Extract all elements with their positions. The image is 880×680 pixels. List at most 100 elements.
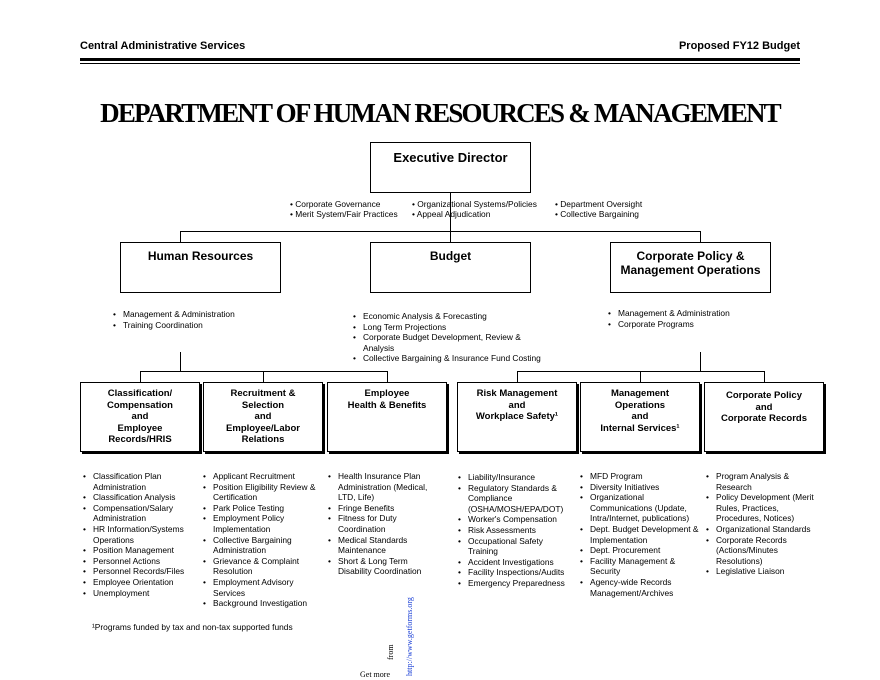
list-item: HR Information/Systems Operations [82, 524, 194, 545]
list-item: Facility Inspections/Audits [457, 567, 575, 578]
connector-l2-1 [140, 371, 141, 382]
corporate-policy-box: Corporate Policy & Management Operations [610, 242, 771, 293]
box-line: Employee [364, 388, 410, 399]
list-item: Management & Administration [112, 309, 292, 320]
header-right: Proposed FY12 Budget [678, 40, 800, 52]
box-line: Relations [241, 434, 285, 445]
list-item: Corporate Programs [607, 319, 787, 330]
list-item: Organizational Communications (Update, I… [579, 492, 701, 524]
human-resources-box: Human Resources [120, 242, 281, 293]
connector-policy [700, 231, 701, 242]
list-item: Facility Management & Security [579, 556, 701, 577]
budget-box: Budget [370, 242, 531, 293]
connector-l2-6 [764, 371, 765, 382]
list-item: Medical Standards Maintenance [327, 535, 439, 556]
box-line: and [631, 411, 649, 422]
list-item: Personnel Actions [82, 556, 194, 567]
box-line: Recruitment & [230, 388, 296, 399]
list-item: Classification Analysis [82, 492, 194, 503]
connector-hr [180, 231, 181, 242]
connector-budget [450, 231, 451, 242]
list-item: MFD Program [579, 471, 701, 482]
box-line: Corporate Records [720, 413, 808, 424]
box-line: Health & Benefits [347, 399, 427, 411]
list-item: Classification Plan Administration [82, 471, 194, 492]
list-item: Economic Analysis & Forecasting [352, 311, 547, 322]
classification-function-list: Classification Plan Administration Class… [82, 471, 194, 598]
list-item: Regulatory Standards & Compliance (OSHA/… [457, 483, 575, 515]
box-line: Internal Services¹ [600, 422, 680, 434]
list-item: Health Insurance Plan Administration (Me… [327, 471, 439, 503]
budget-function-list: Economic Analysis & Forecasting Long Ter… [352, 311, 547, 364]
list-item: Liability/Insurance [457, 472, 575, 483]
box-line: Risk Management [476, 388, 558, 399]
connector-l2-4 [517, 371, 518, 382]
box-line: Workplace Safety¹ [475, 411, 559, 422]
list-item: Position Management [82, 545, 194, 556]
connector-hr-down [180, 352, 181, 372]
box-line: Records/HRIS [108, 434, 172, 445]
executive-director-label: Executive Director [393, 150, 508, 165]
connector-level1-bar [180, 231, 701, 232]
connector-l2-5 [640, 371, 641, 382]
hr-function-list: Management & Administration Training Coo… [112, 309, 292, 330]
watermark-link[interactable]: http://www.getforms.org [405, 597, 414, 676]
list-item: Collective Bargaining Administration [202, 535, 318, 556]
list-item: Compensation/Salary Administration [82, 503, 194, 524]
box-line: and [131, 411, 149, 422]
box-line: Management [610, 388, 670, 399]
connector-hr-bar [140, 371, 388, 372]
exec-function: • Collective Bargaining [555, 209, 639, 220]
list-item: Corporate Records (Actions/Minutes Resol… [705, 535, 817, 567]
list-item: Employment Policy Implementation [202, 513, 318, 534]
box-line: Operations [614, 399, 666, 411]
connector-l2-2 [263, 371, 264, 382]
exec-function-col1: • Corporate Governance • Merit System/Fa… [290, 199, 398, 220]
box-line: Corporate Policy [725, 390, 803, 401]
list-item: Fringe Benefits [327, 503, 439, 514]
management-operations-function-list: MFD Program Diversity Initiatives Organi… [579, 471, 701, 598]
list-item: Training Coordination [112, 320, 292, 331]
list-item: Risk Assessments [457, 525, 575, 536]
connector-policy-down [700, 352, 701, 372]
recruitment-box: Recruitment & Selection and Employee/Lab… [203, 382, 323, 452]
list-item: Agency-wide Records Management/Archives [579, 577, 701, 598]
box-line: Selection [241, 399, 285, 411]
exec-function: • Organizational Systems/Policies [412, 199, 537, 209]
list-item: Organizational Standards [705, 524, 817, 535]
health-benefits-box: Employee Health & Benefits [327, 382, 447, 452]
corporate-records-box: Corporate Policy and Corporate Records [704, 382, 824, 452]
list-item: Collective Bargaining & Insurance Fund C… [352, 353, 547, 364]
exec-function-col3: • Department Oversight • Collective Barg… [555, 199, 642, 220]
list-item: Fitness for Duty Coordination [327, 513, 439, 534]
list-item: Emergency Preparedness [457, 578, 575, 589]
risk-management-function-list: Liability/Insurance Regulatory Standards… [457, 472, 575, 589]
list-item: Diversity Initiatives [579, 482, 701, 493]
page-title: DEPARTMENT OF HUMAN RESOURCES & MANAGEME… [100, 98, 782, 128]
list-item: Occupational Safety Training [457, 536, 575, 557]
budget-label: Budget [429, 249, 472, 263]
list-item: Legislative Liaison [705, 566, 817, 577]
box-line: and [755, 401, 773, 413]
header-left: Central Administrative Services [80, 40, 246, 52]
list-item: Worker's Compensation [457, 514, 575, 525]
exec-function: • Merit System/Fair Practices [290, 209, 398, 220]
watermark-from: from [386, 644, 395, 660]
classification-box: Classification/ Compensation and Employe… [80, 382, 200, 452]
policy-function-list: Management & Administration Corporate Pr… [607, 308, 787, 329]
box-line: and [254, 411, 272, 422]
list-item: Applicant Recruitment [202, 471, 318, 482]
list-item: Position Eligibility Review & Certificat… [202, 482, 318, 503]
list-item: Grievance & Complaint Resolution [202, 556, 318, 577]
watermark-get-more: Get more [360, 670, 390, 679]
list-item: Park Police Testing [202, 503, 318, 514]
risk-management-box: Risk Management and Workplace Safety¹ [457, 382, 577, 452]
exec-function-col2: • Organizational Systems/Policies • Appe… [412, 199, 537, 220]
connector-l2-3 [387, 371, 388, 382]
list-item: Program Analysis & Research [705, 471, 817, 492]
human-resources-label: Human Resources [147, 249, 254, 263]
box-line: Employee [117, 422, 163, 434]
exec-function: • Department Oversight [555, 199, 643, 209]
corporate-policy-label-line2: Management Operations [620, 263, 761, 277]
corporate-policy-label: Corporate Policy & [636, 249, 745, 263]
